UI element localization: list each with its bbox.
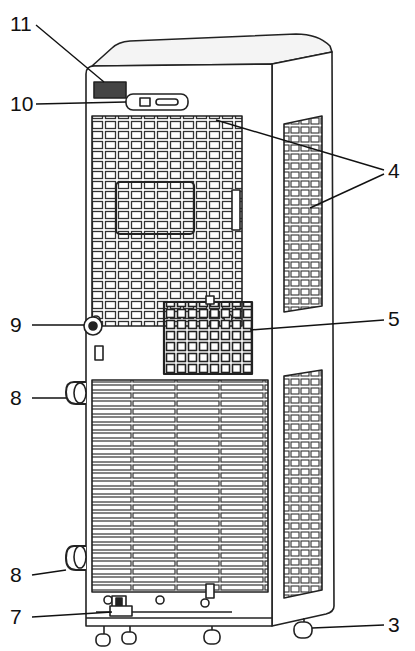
callout-number: 3 [388, 614, 400, 635]
callout-number: 7 [10, 606, 22, 627]
callout-number: 10 [10, 93, 33, 114]
callout-number: 8 [10, 387, 22, 408]
callout-number: 4 [388, 160, 400, 181]
callout-number: 11 [10, 13, 32, 34]
leader-lines [32, 25, 384, 628]
callout-number: 5 [388, 308, 400, 329]
callout-number: 9 [10, 314, 22, 335]
callout-number: 8 [10, 564, 22, 585]
